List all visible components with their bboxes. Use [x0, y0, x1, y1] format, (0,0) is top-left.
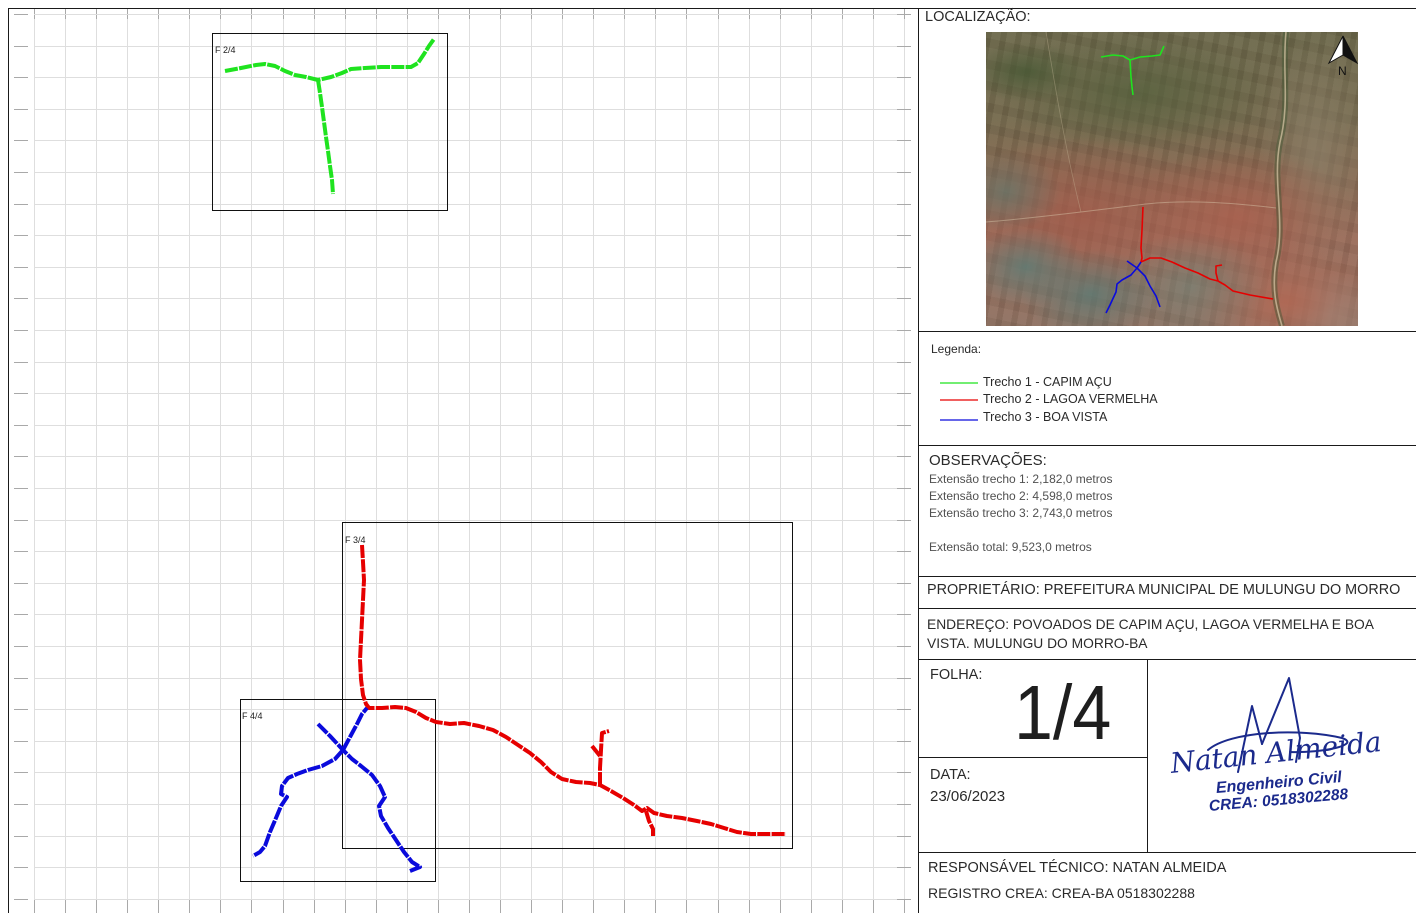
location-trecho-3-link	[1136, 261, 1142, 269]
signature-strokes	[1207, 677, 1349, 773]
observations-title: OBSERVAÇÕES:	[929, 452, 1047, 469]
route-trecho-2-branch-south	[644, 810, 655, 836]
frame-f4-label: F 4/4	[242, 711, 263, 721]
frame-f3	[342, 522, 793, 849]
crea-registration: REGISTRO CREA: CREA-BA 0518302288	[928, 885, 1195, 901]
route-trecho-1	[224, 37, 436, 195]
legend-title: Legenda:	[931, 342, 982, 356]
signature-small-a-stroke	[1237, 705, 1263, 773]
sheet-borders	[8, 8, 1416, 913]
north-arrow-icon	[1327, 35, 1358, 65]
responsible-technician: RESPONSÁVEL TÉCNICO: NATAN ALMEIDA	[928, 860, 1227, 876]
legend-swatches	[940, 382, 978, 421]
observation-trecho-2: Extensão trecho 2: 4,598,0 metros	[929, 489, 1113, 503]
address-line-2: VISTA. MULUNGU DO MORRO-BA	[927, 636, 1148, 651]
location-trecho-2-main	[1140, 206, 1274, 300]
legend-item-trecho-1: Trecho 1 - CAPIM AÇU	[983, 375, 1112, 389]
satellite-location-map: N	[986, 32, 1358, 326]
north-arrow-right-half	[1342, 35, 1358, 65]
viewport-frames: F 2/4 F 3/4 F 4/4	[212, 33, 793, 882]
location-routes-overlay	[986, 32, 1358, 326]
route-trecho-1-main	[224, 37, 436, 82]
sheet-label: FOLHA:	[930, 667, 983, 683]
location-trecho-1-branch	[1129, 59, 1134, 96]
legend-item-trecho-2: Trecho 2 - LAGOA VERMELHA	[983, 392, 1158, 406]
observation-total: Extensão total: 9,523,0 metros	[929, 540, 1092, 554]
location-trecho-3-west	[1105, 267, 1138, 314]
riverbed	[1273, 32, 1287, 326]
dirt-track	[1045, 32, 1082, 213]
address-line-1: ENDEREÇO: POVOADOS DE CAPIM AÇU, LAGOA V…	[927, 617, 1374, 632]
observation-trecho-1: Extensão trecho 1: 2,182,0 metros	[929, 472, 1113, 486]
signature-large-a-stroke	[1261, 677, 1301, 763]
dirt-road	[986, 201, 1277, 223]
route-trecho-1-branch	[316, 79, 335, 195]
location-trecho-1-main	[1100, 45, 1165, 61]
frame-f2-label: F 2/4	[215, 45, 236, 55]
frame-f2	[212, 33, 448, 211]
frame-f4	[240, 699, 436, 882]
date-label: DATA:	[930, 767, 971, 783]
route-trecho-2-main	[358, 544, 786, 836]
route-trecho-3	[252, 706, 422, 873]
plan-grid	[14, 8, 911, 913]
route-trecho-3-west	[252, 748, 345, 858]
route-trecho-3-link	[341, 706, 369, 751]
north-label: N	[1338, 64, 1347, 78]
signature-loop-stroke	[1207, 731, 1349, 754]
date-value: 23/06/2023	[930, 788, 1006, 805]
route-trecho-2-branch-north	[598, 729, 610, 785]
location-title: LOCALIZAÇÃO:	[925, 9, 1031, 25]
route-trecho-2	[358, 544, 786, 836]
route-trecho-2-branch-spur	[590, 744, 602, 758]
owner-text: PROPRIETÁRIO: PREFEITURA MUNICIPAL DE MU…	[927, 582, 1401, 598]
frame-f3-label: F 3/4	[345, 535, 366, 545]
sheet-number: 1/4	[1014, 669, 1112, 756]
legend-item-trecho-3: Trecho 3 - BOA VISTA	[983, 410, 1108, 424]
location-trecho-3-east	[1126, 260, 1161, 308]
location-trecho-2-branch	[1215, 264, 1223, 282]
route-trecho-3-east	[316, 722, 422, 873]
observation-trecho-3: Extensão trecho 3: 2,743,0 metros	[929, 506, 1113, 520]
north-arrow-left-half	[1327, 35, 1344, 65]
